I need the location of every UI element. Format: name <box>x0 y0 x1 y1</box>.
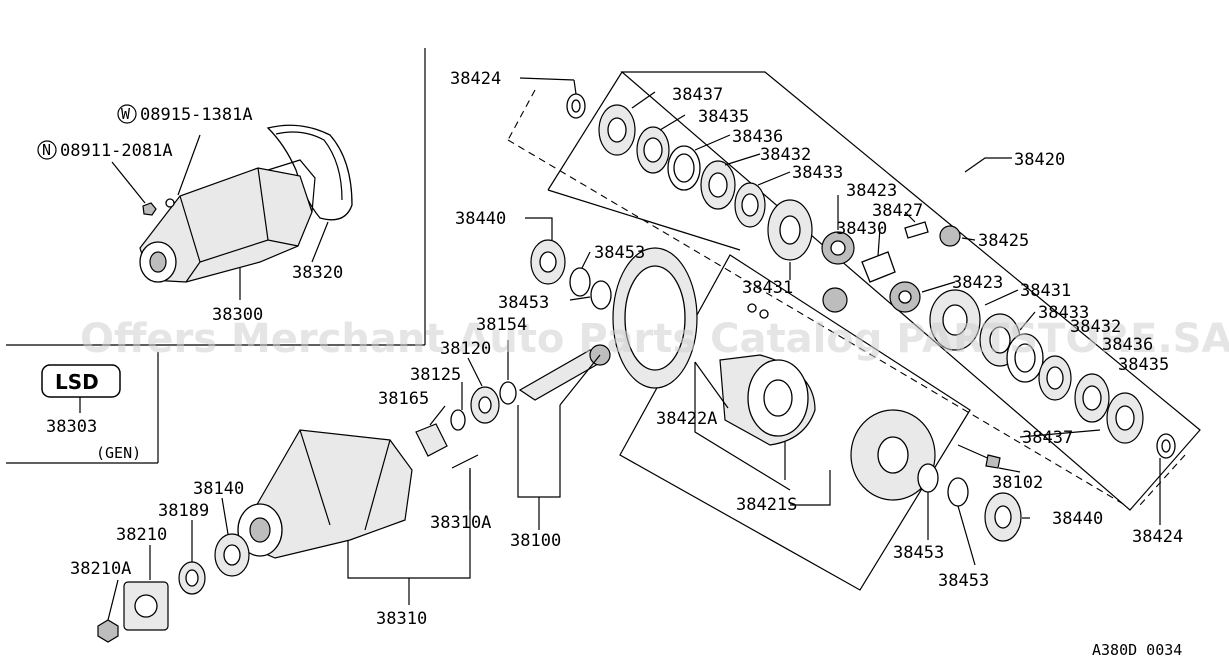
lsd-label: LSD <box>55 370 99 394</box>
label-38100: 38100 <box>510 531 561 551</box>
part-labels: 08915-1381A 08911-2081A 38320 38300 LSD … <box>46 69 1183 659</box>
label-38453-c: 38453 <box>893 543 944 563</box>
carrier-housing-38310 <box>97 429 479 643</box>
label-38424-top: 38424 <box>450 69 501 89</box>
leader-lines <box>107 77 1161 621</box>
label-38432-top: 38432 <box>760 145 811 165</box>
label-38310: 38310 <box>376 609 427 629</box>
label-38436-mid: 38436 <box>1102 335 1153 355</box>
label-38423-mid: 38423 <box>952 273 1003 293</box>
label-08915-1381A: 08915-1381A <box>140 105 253 125</box>
label-08911-2081A: 08911-2081A <box>60 141 173 161</box>
carrier-housing-38300 <box>139 124 353 283</box>
label-38125: 38125 <box>410 365 461 385</box>
label-38433-mid: 38433 <box>1038 303 1089 323</box>
label-38140: 38140 <box>193 479 244 499</box>
label-38423-top: 38423 <box>846 181 897 201</box>
label-38436-top: 38436 <box>732 127 783 147</box>
washer-marker: W <box>121 105 131 123</box>
lsd-callout <box>41 364 121 413</box>
label-38427: 38427 <box>872 201 923 221</box>
label-38320: 38320 <box>292 263 343 283</box>
label-38430: 38430 <box>836 219 887 239</box>
label-38210A: 38210A <box>70 559 131 579</box>
label-38102: 38102 <box>992 473 1043 493</box>
label-38303: 38303 <box>46 417 97 437</box>
label-38425: 38425 <box>978 231 1029 251</box>
label-38210: 38210 <box>116 525 167 545</box>
figure-code: A380D 0034 <box>1092 641 1182 659</box>
section-dividers <box>6 48 426 464</box>
label-38421S: 38421S <box>736 495 797 515</box>
label-38432-mid: 38432 <box>1070 317 1121 337</box>
label-38422A: 38422A <box>656 409 717 429</box>
label-38310A: 38310A <box>430 513 491 533</box>
label-38154: 38154 <box>476 315 527 335</box>
gen-note: (GEN) <box>96 444 141 462</box>
label-38120: 38120 <box>440 339 491 359</box>
nut-marker: N <box>42 141 51 159</box>
label-38453-b: 38453 <box>498 293 549 313</box>
label-38189: 38189 <box>158 501 209 521</box>
watermark-text: Offers Merchant Auto Parts Catalog PARTS… <box>80 316 1229 362</box>
label-38435-mid: 38435 <box>1118 355 1169 375</box>
label-38453-a: 38453 <box>594 243 645 263</box>
label-38437-top: 38437 <box>672 85 723 105</box>
label-38453-d: 38453 <box>938 571 989 591</box>
label-38165: 38165 <box>378 389 429 409</box>
label-38437-bottom: 38437 <box>1022 428 1073 448</box>
label-38300: 38300 <box>212 305 263 325</box>
label-38424-bottom: 38424 <box>1132 527 1183 547</box>
label-38420: 38420 <box>1014 150 1065 170</box>
fastener-markers: W N <box>37 104 137 160</box>
label-38433-top: 38433 <box>792 163 843 183</box>
label-38431-left: 38431 <box>742 278 793 298</box>
label-38440-top: 38440 <box>455 209 506 229</box>
label-38435-top: 38435 <box>698 107 749 127</box>
label-38440-bottom: 38440 <box>1052 509 1103 529</box>
label-38431-right: 38431 <box>1020 281 1071 301</box>
